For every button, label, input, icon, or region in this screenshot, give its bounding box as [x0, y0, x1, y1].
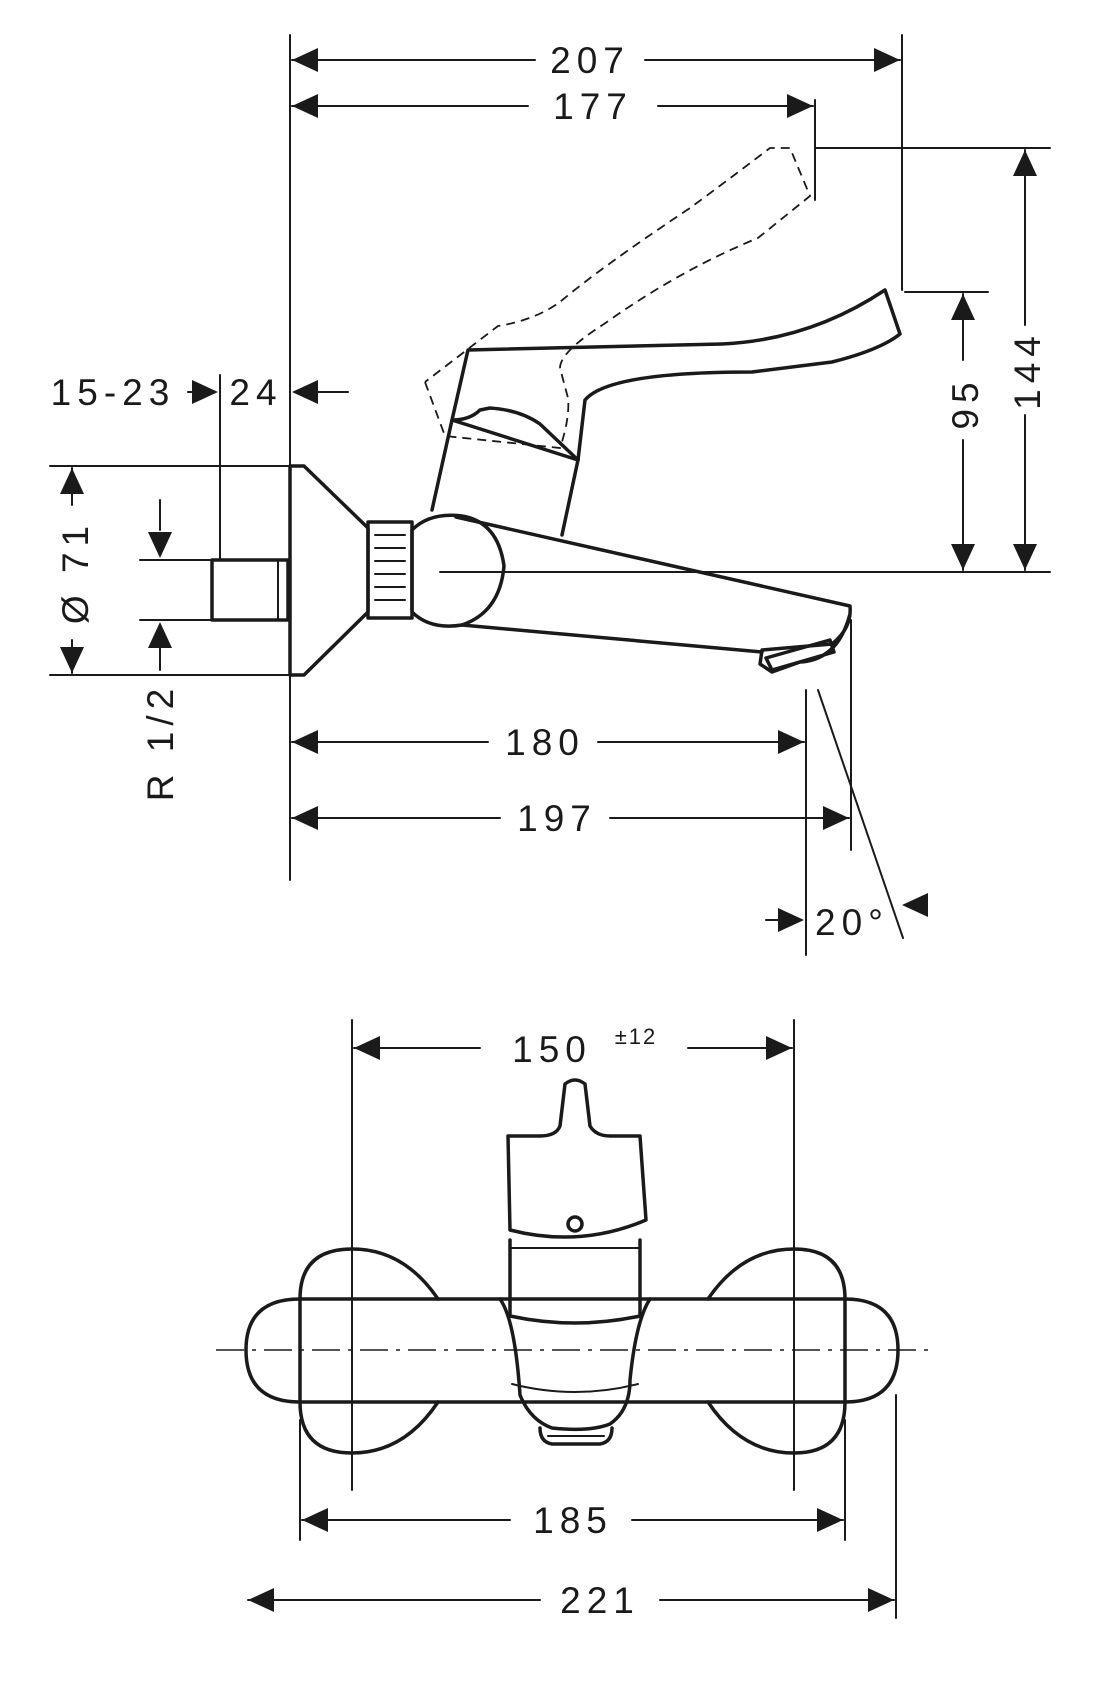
connection-pipe	[210, 558, 290, 622]
lever-front	[506, 1078, 648, 1239]
cartridge-column-front	[508, 1238, 642, 1325]
dimension-207: 207	[291, 40, 901, 81]
lever-indicator	[566, 1215, 584, 1233]
dim-label-185: 185	[533, 1500, 613, 1541]
dim-label-144: 144	[1007, 330, 1048, 410]
left-rosette-outer	[244, 1297, 302, 1404]
dimension-r-half: R 1/2	[139, 499, 211, 801]
aerator-front	[538, 1426, 614, 1446]
lever-handle-alt-position	[424, 147, 812, 449]
dimension-221: 221	[247, 1580, 895, 1621]
lever-handle	[450, 288, 902, 462]
dimension-144: 144	[1007, 149, 1048, 571]
cartridge-column	[430, 418, 580, 537]
valve-body	[410, 513, 506, 628]
dim-label-95: 95	[945, 376, 986, 429]
dimension-177: 177	[291, 86, 814, 127]
dimension-15-23-and-24: 15-23 24	[51, 372, 349, 561]
spray-angle-line	[817, 689, 904, 939]
aerator	[764, 638, 836, 672]
dimension-150: 150 ±12	[353, 1024, 793, 1070]
dimension-185: 185	[301, 1500, 844, 1541]
spout-bottom	[460, 623, 764, 654]
side-view: 207 177 144 95	[49, 34, 1051, 956]
dimension-180: 180	[291, 722, 805, 763]
dim-label-tolerance: ±12	[615, 1024, 658, 1049]
dimension-95: 95	[945, 293, 986, 571]
faucet-side-outline	[210, 147, 902, 677]
dim-label-150: 150	[512, 1029, 592, 1070]
spout-top	[454, 515, 852, 674]
dim-label-207: 207	[550, 40, 630, 81]
connector-nut	[366, 520, 414, 620]
dim-label-angle-20: 20°	[815, 902, 889, 943]
dim-label-221: 221	[560, 1580, 640, 1621]
right-rosette-top	[706, 1247, 847, 1301]
dimension-diameter-71: Ø 71	[49, 465, 289, 676]
dimension-197: 197	[291, 798, 850, 839]
right-rosette-bottom	[706, 1400, 847, 1455]
dim-label-24: 24	[229, 372, 282, 413]
dim-label-r-half: R 1/2	[140, 683, 181, 801]
spout-housing	[498, 1297, 652, 1432]
dim-label-177: 177	[553, 86, 633, 127]
front-view: 150 ±12 185 221	[216, 1019, 930, 1621]
front-body-bar	[298, 1297, 847, 1404]
dimension-angle-20: 20°	[765, 689, 928, 943]
left-rosette-top	[298, 1247, 440, 1301]
lever-hub	[450, 406, 580, 462]
left-rosette-bottom	[298, 1400, 440, 1455]
dim-label-diameter-71: Ø 71	[55, 520, 96, 624]
right-rosette-outer	[843, 1297, 900, 1404]
wall-rosette	[288, 464, 370, 677]
dim-label-180: 180	[505, 722, 585, 763]
dim-label-15-23: 15-23	[51, 372, 176, 413]
dim-label-197: 197	[517, 798, 597, 839]
spout-housing-line	[511, 1383, 639, 1393]
